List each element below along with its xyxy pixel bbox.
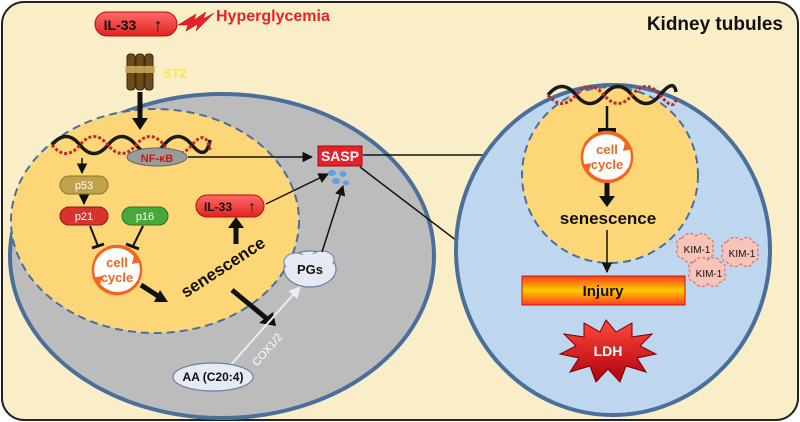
sasp-droplets-icon <box>328 170 349 186</box>
cycle-to-senescence-arrow <box>139 282 160 299</box>
kim1-label-1: KIM-1 <box>684 245 711 256</box>
sasp-label: SASP <box>321 148 359 164</box>
st2-receptor-icon <box>125 53 155 91</box>
aa-label: AA (C20:4) <box>183 370 244 384</box>
kim1-blob-3 <box>688 256 726 288</box>
kim1-blob-2 <box>721 236 759 268</box>
pgs-label: PGs <box>297 262 323 277</box>
senescence-to-cox-arrow <box>230 288 268 320</box>
dna-helix-left <box>50 134 212 156</box>
injury-label: Injury <box>583 283 624 300</box>
il33-ligand-label: IL-33 <box>104 17 137 33</box>
aa-oval <box>172 362 254 392</box>
p21-inhibit-line <box>89 225 99 247</box>
il33-inner-label: IL-33 <box>204 200 232 214</box>
senescence-right-label: senescence <box>560 209 656 228</box>
lightning-icon <box>177 11 215 32</box>
kim1-blob-1 <box>676 232 714 264</box>
cell-cycle-left-line1: cell <box>106 255 128 270</box>
cell-cycle-icon-right <box>580 130 634 184</box>
ldh-burst-icon <box>558 319 658 383</box>
p16-box <box>121 206 169 226</box>
il33-to-sasp-arrow <box>265 173 329 205</box>
hyperglycemia-label: Hyperglycemia <box>216 8 330 25</box>
p21-box <box>59 206 109 226</box>
ldh-label: LDH <box>594 343 623 359</box>
cell-cycle-icon-left <box>91 244 143 296</box>
il33-inner-box <box>195 194 265 218</box>
il33-ligand: IL-33 ↑ <box>94 11 178 37</box>
p16-label: p16 <box>136 211 154 223</box>
p53-label: p53 <box>75 180 93 192</box>
il33-inner-up-arrow: ↑ <box>248 199 256 216</box>
cell-cycle-right-line1: cell <box>596 142 618 157</box>
aa-to-pgs-arrow <box>227 286 301 369</box>
kim1-label-3: KIM-1 <box>696 269 723 280</box>
p21-label: p21 <box>75 211 93 223</box>
pgs-to-sasp-arrow <box>321 184 346 253</box>
title-text: Kidney tubules <box>647 14 783 35</box>
il33-up-arrow: ↑ <box>154 15 163 35</box>
st2-label: ST2 <box>163 66 187 81</box>
nfkb-label: NF-κB <box>141 153 173 165</box>
cell-cycle-left-line2: cycle <box>101 270 134 285</box>
pgs-cloud-icon <box>283 250 337 288</box>
dna-helix-right <box>546 84 678 107</box>
p16-inhibit-line <box>132 225 144 247</box>
kim1-label-2: KIM-1 <box>729 249 756 260</box>
p53-box <box>59 175 109 195</box>
nfkb-oval <box>126 147 188 167</box>
cell-cycle-right-line2: cycle <box>591 157 624 172</box>
injury-bar <box>521 275 686 306</box>
sasp-box <box>317 145 363 167</box>
